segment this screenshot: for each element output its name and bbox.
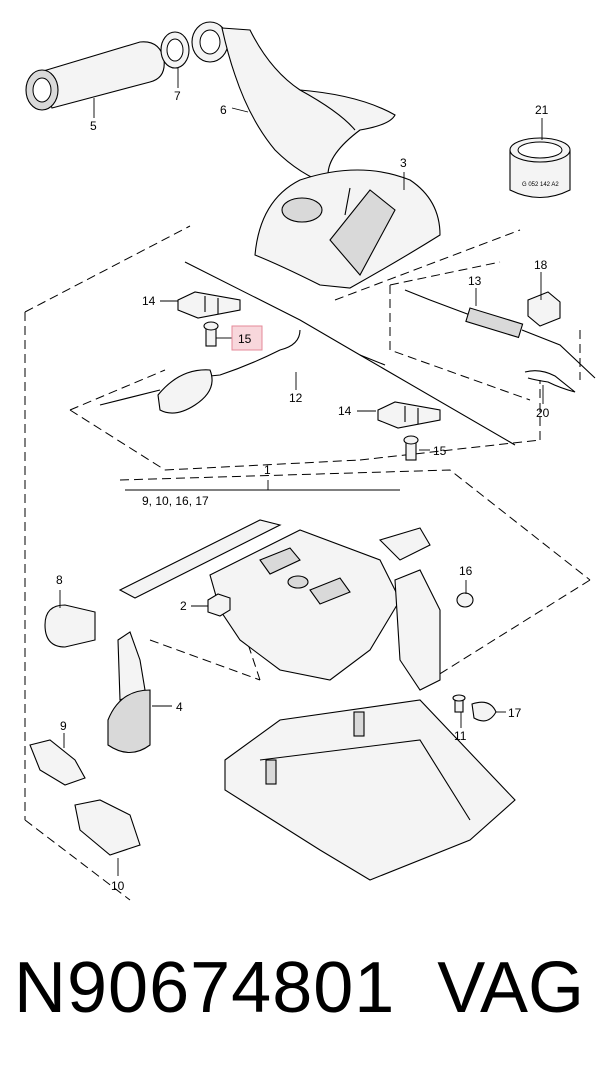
part-10-bracket bbox=[74, 799, 141, 856]
part-14-bracket-bottom bbox=[377, 401, 441, 429]
part-7-ring bbox=[160, 31, 190, 69]
part-number: N90674801 bbox=[14, 948, 396, 1028]
callout-20: 20 bbox=[536, 406, 550, 420]
right-cable-boundary bbox=[389, 261, 581, 401]
callout-6: 6 bbox=[220, 103, 227, 117]
callout-10: 10 bbox=[111, 879, 125, 893]
part-13-cable bbox=[404, 289, 596, 379]
brand-name: VAG bbox=[437, 948, 584, 1028]
cable-group-boundary bbox=[69, 369, 541, 471]
part-20-spring-clip bbox=[524, 370, 576, 393]
part-14-bracket-top bbox=[177, 291, 241, 319]
callout-16: 16 bbox=[459, 564, 473, 578]
part-18-clip bbox=[527, 291, 561, 327]
part-21-marking: G 052 142 A2 bbox=[522, 182, 559, 188]
callout-14-bottom: 14 bbox=[338, 404, 352, 418]
part-4-lever bbox=[107, 631, 151, 754]
callout-12: 12 bbox=[289, 391, 303, 405]
svg-text:15: 15 bbox=[238, 332, 252, 346]
callout-4: 4 bbox=[176, 700, 183, 714]
callout-9: 9 bbox=[60, 719, 67, 733]
part-8-bulb bbox=[44, 604, 96, 648]
callout-17: 17 bbox=[508, 706, 522, 720]
part-15-bolt-top bbox=[203, 321, 219, 347]
part-5-grip bbox=[25, 41, 165, 111]
part-1-housing bbox=[118, 519, 441, 691]
callout-11: 11 bbox=[454, 729, 467, 743]
part-16-bushing bbox=[456, 592, 474, 608]
parts-exploded-diagram: G 052 142 A2 bbox=[24, 21, 596, 901]
main-assembly-boundary bbox=[24, 225, 591, 901]
callout-1-group: 9, 10, 16, 17 bbox=[142, 494, 209, 508]
mount-base bbox=[224, 699, 516, 881]
part-21-sleeve: G 052 142 A2 bbox=[509, 137, 571, 198]
callout-5: 5 bbox=[90, 119, 97, 133]
callout-14-top: 14 bbox=[142, 294, 156, 308]
callout-18: 18 bbox=[534, 258, 548, 272]
callout-15-highlighted: 15 bbox=[231, 325, 263, 351]
part-2-nut bbox=[207, 593, 231, 617]
callout-15-bottom: 15 bbox=[433, 444, 447, 458]
callout-13: 13 bbox=[468, 274, 482, 288]
part-17-clip bbox=[471, 701, 497, 722]
part-11-bolt bbox=[452, 694, 466, 713]
part-15-bolt-bottom bbox=[403, 435, 419, 461]
part-9-switch bbox=[29, 739, 86, 786]
part-3-console bbox=[254, 169, 441, 289]
callout-7: 7 bbox=[174, 89, 181, 103]
lower-assembly-boundary bbox=[149, 619, 261, 681]
callout-2: 2 bbox=[180, 599, 187, 613]
caption-bar: N90674801 VAG bbox=[0, 938, 600, 1048]
leader-lines bbox=[59, 68, 544, 876]
part-12-cable bbox=[99, 261, 516, 446]
part-6-boot bbox=[191, 21, 396, 186]
callout-1: 1 bbox=[264, 463, 271, 477]
callout-8: 8 bbox=[56, 573, 63, 587]
callout-21: 21 bbox=[535, 103, 549, 117]
callout-3: 3 bbox=[400, 156, 407, 170]
